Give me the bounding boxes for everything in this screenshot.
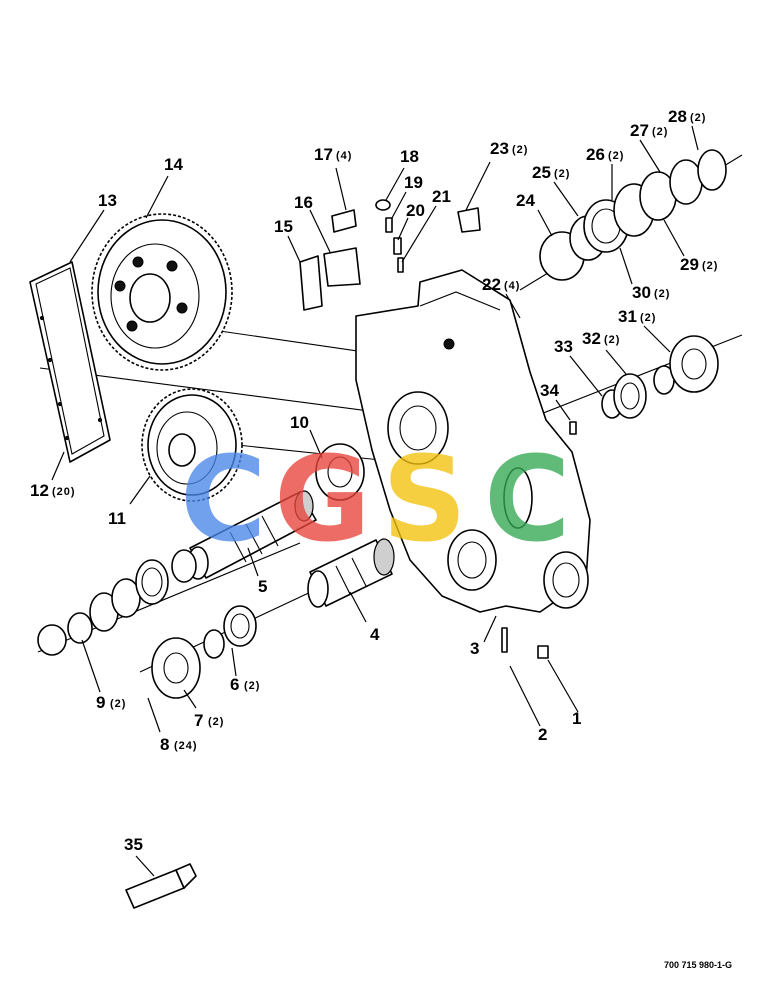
callout-8-qty: (24) (174, 740, 198, 752)
callout-3-num: 3 (470, 639, 479, 658)
callout-30-num: 30 (632, 283, 651, 302)
leader-lines (51, 125, 699, 877)
callout-6-num: 6 (230, 675, 239, 694)
callout-13-num: 13 (98, 191, 117, 210)
callout-16-num: 16 (294, 193, 313, 212)
callout-28-qty: (2) (690, 112, 706, 124)
pinion-4 (307, 538, 395, 608)
large-gear-14 (91, 213, 233, 371)
callout-7-qty: (2) (208, 716, 224, 728)
right-bearing-stack (539, 149, 727, 281)
callout-30-qty: (2) (654, 288, 670, 300)
callout-27-num: 27 (630, 121, 649, 140)
watermark-letter-s: S (382, 430, 467, 568)
watermark-letter-c1: C (180, 430, 267, 568)
tube-35 (125, 863, 197, 909)
hardware-small (501, 421, 577, 659)
callout-26-num: 26 (586, 145, 605, 164)
callout-33-num: 33 (554, 337, 573, 356)
document-number: 700 715 980-1-G (664, 960, 732, 970)
callout-25-qty: (2) (554, 168, 570, 180)
callout-7-num: 7 (194, 711, 203, 730)
right-cover-stack (601, 335, 719, 419)
gearbox-housing-3 (355, 269, 591, 613)
callout-14-num: 14 (164, 155, 183, 174)
callout-10-num: 10 (290, 413, 309, 432)
hub-10 (315, 443, 365, 501)
callout-29-num: 29 (680, 255, 699, 274)
callout-23-num: 23 (490, 139, 509, 158)
callout-5-num: 5 (258, 577, 267, 596)
callout-17-qty: (4) (336, 150, 352, 162)
watermark-letter-g: G (274, 430, 371, 568)
callout-9-qty: (2) (110, 698, 126, 710)
gear-11 (141, 388, 243, 502)
callout-23-qty: (2) (512, 144, 528, 156)
top-bracket-parts (299, 199, 481, 311)
callout-labels: 1 2 3 4 5 6 (2) 7 (2) 8 (24) 9 (2) 10 11… (30, 107, 718, 854)
cover-7 (151, 605, 257, 699)
callout-2-num: 2 (538, 725, 547, 744)
callout-28-num: 28 (668, 107, 687, 126)
callout-32-num: 32 (582, 329, 601, 348)
callout-12-qty: (20) (52, 486, 76, 498)
callout-34-num: 34 (540, 381, 559, 400)
callout-20-num: 20 (406, 201, 425, 220)
callout-29-qty: (2) (702, 260, 718, 272)
callout-25-num: 25 (532, 163, 551, 182)
left-ring-stack (37, 549, 197, 656)
callout-15-num: 15 (274, 217, 293, 236)
callout-19-num: 19 (404, 173, 423, 192)
callout-17-num: 17 (314, 145, 333, 164)
callout-24-num: 24 (516, 191, 535, 210)
watermark: C G S C (180, 430, 571, 568)
callout-1-num: 1 (572, 709, 581, 728)
callout-31-num: 31 (618, 307, 637, 326)
callout-22-qty: (4) (504, 280, 520, 292)
callout-18-num: 18 (400, 147, 419, 166)
callout-8-num: 8 (160, 735, 169, 754)
callout-11-num: 11 (108, 509, 126, 528)
callout-4-num: 4 (370, 625, 380, 644)
callout-6-qty: (2) (244, 680, 260, 692)
callout-32-qty: (2) (604, 334, 620, 346)
callout-12-num: 12 (30, 481, 49, 500)
callout-35-num: 35 (124, 835, 143, 854)
callout-21-num: 21 (432, 187, 451, 206)
callout-26-qty: (2) (608, 150, 624, 162)
callout-22-num: 22 (482, 275, 501, 294)
watermark-letter-c2: C (484, 430, 571, 568)
callout-9-num: 9 (96, 693, 105, 712)
callout-31-qty: (2) (640, 312, 656, 324)
callout-27-qty: (2) (652, 126, 668, 138)
